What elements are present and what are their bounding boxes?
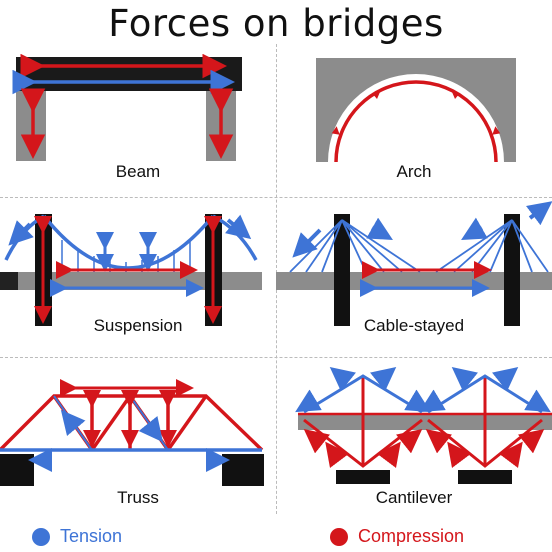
arch-diagram — [316, 58, 516, 163]
arch-label: Arch — [396, 162, 432, 181]
cantilever-panel: Cantilever — [276, 362, 552, 520]
beam-panel: Beam — [0, 44, 276, 194]
tension-dot-icon — [32, 527, 50, 546]
cantilever-diagram — [295, 367, 552, 484]
suspension-label: Suspension — [93, 316, 183, 335]
suspension-panel: Suspension — [0, 200, 276, 355]
cantilever-label: Cantilever — [375, 488, 453, 507]
page-title: Forces on bridges — [108, 2, 444, 45]
legend-compression: Compression — [330, 526, 464, 547]
cable-stayed-label: Cable-stayed — [363, 316, 465, 335]
compression-dot-icon — [330, 527, 348, 546]
beam-label: Beam — [115, 162, 161, 181]
truss-label: Truss — [117, 488, 159, 507]
cable-stayed-diagram — [276, 201, 552, 326]
suspension-diagram — [0, 214, 262, 326]
tension-label: Tension — [60, 526, 123, 546]
row-divider-1 — [0, 197, 552, 198]
truss-panel: Truss — [0, 362, 276, 520]
arch-panel: Arch — [276, 44, 552, 194]
truss-diagram — [0, 379, 264, 486]
beam-diagram — [12, 53, 242, 161]
row-divider-2 — [0, 357, 552, 358]
legend-tension: Tension — [32, 526, 122, 547]
compression-label: Compression — [358, 526, 465, 546]
cable-stayed-panel: Cable-stayed — [276, 200, 552, 355]
